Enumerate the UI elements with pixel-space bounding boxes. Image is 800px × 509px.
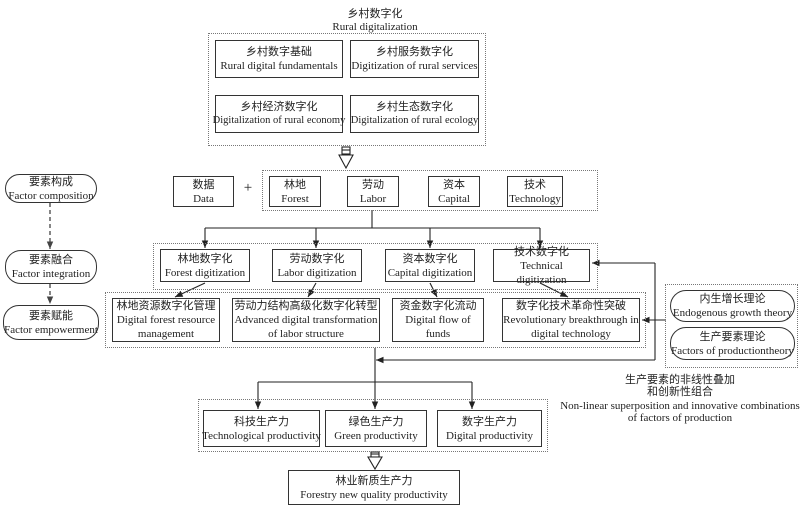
label-zh: 数字生产力: [462, 415, 517, 428]
label-en: Rural digital fundamentals: [220, 60, 338, 72]
label-en: Digital productivity: [445, 429, 534, 442]
hollow-arrow-1: [338, 146, 354, 170]
label-en: Revolutionary breakthrough in: [503, 314, 639, 326]
caption-en-2: of factors of production: [627, 412, 733, 424]
theories-group: [665, 284, 798, 368]
stage-factor-integration: 要素融合 Factor integration: [5, 250, 97, 284]
hollow-arrow-2: [367, 451, 383, 471]
label-zh: 科技生产力: [234, 415, 289, 428]
label-zh: 乡村服务数字化: [376, 46, 453, 58]
label-en: Factor empowerment: [4, 323, 98, 336]
label-zh: 劳动力结构高级化数字化转型: [234, 300, 378, 312]
label-en: Forest digitization: [164, 266, 246, 279]
label-en: Digitalization of rural ecology: [350, 115, 479, 126]
outcome-forest-resource: 林地资源数字化管理 Digital forest resource manageme…: [112, 298, 220, 342]
label-zh: 劳动数字化: [289, 252, 345, 265]
label-en-2: management: [137, 328, 195, 340]
label-en: Data: [193, 192, 214, 205]
digitization-group: [153, 243, 598, 290]
label-en: Forest: [281, 192, 309, 205]
rural-box-services: 乡村服务数字化 Digitization of rural services: [350, 40, 479, 78]
label-en-2: of labor structure: [268, 328, 344, 340]
label-zh: 绿色生产力: [348, 415, 404, 428]
outcome-flow-of-funds: 资金数字化流动 Digital flow of funds: [392, 298, 484, 342]
title-en: Rural digitalization: [332, 21, 418, 33]
label-zh: 林业新质生产力: [335, 474, 413, 487]
caption-zh-1: 生产要素的非线性叠加: [625, 374, 735, 386]
outcome-labor-structure: 劳动力结构高级化数字化转型 Advanced digital transforma…: [232, 298, 380, 342]
label-zh: 劳动: [362, 178, 384, 191]
label-en: Technical digitization: [516, 259, 567, 286]
productivity-group: [198, 399, 548, 452]
label-en: Factor composition: [8, 189, 94, 202]
label-zh: 林地: [284, 178, 306, 191]
label-zh: 资本: [443, 178, 465, 191]
label-en: Digitalization of rural economy: [212, 115, 346, 126]
label-zh: 数字化技术革命性突破: [516, 300, 626, 312]
outcomes-group: [105, 292, 646, 348]
label-en: Labor: [359, 192, 387, 205]
caption-zh-2: 和创新性组合: [647, 386, 713, 398]
label-en: Green productivity: [334, 429, 418, 442]
label-en: Labor digitization: [277, 266, 357, 279]
rural-box-fundamentals: 乡村数字基础 Rural digital fundamentals: [215, 40, 343, 78]
label-en: Factor integration: [11, 268, 91, 280]
label-zh: 林地资源数字化管理: [116, 300, 216, 312]
label-en: Capital digitization: [387, 266, 473, 279]
label-zh: 数据: [192, 178, 215, 191]
label-en: Advanced digital transformation: [234, 314, 378, 326]
label-en: Digital flow of funds: [405, 314, 471, 340]
label-en: Factors of productiontheory: [671, 344, 794, 357]
label-zh: 乡村数字基础: [246, 46, 312, 58]
rural-box-ecology: 乡村生态数字化 Digitalization of rural ecology: [350, 95, 479, 133]
label-zh: 资金数字化流动: [399, 300, 477, 312]
label-zh: 资本数字化: [402, 252, 458, 265]
label-en-2: digital technology: [531, 328, 611, 340]
label-zh: 乡村经济数字化: [240, 101, 318, 113]
label-en: Technological productivity: [202, 429, 321, 442]
rural-box-economy: 乡村经济数字化 Digitalization of rural economy: [212, 95, 346, 133]
label-en: Digitization of rural services: [351, 60, 478, 72]
label-zh: 内生增长理论: [699, 293, 766, 305]
title-zh: 乡村数字化: [347, 8, 403, 20]
rural-group: [208, 33, 486, 146]
label-zh: 林地数字化: [177, 252, 233, 265]
factors-group: [262, 170, 598, 211]
label-zh: 技术: [524, 178, 546, 191]
theory-endogenous-growth: 内生增长理论 Endogenous growth theory: [670, 290, 795, 322]
label-zh: 生产要素理论: [699, 330, 766, 343]
label-en: Endogenous growth theory: [672, 307, 793, 319]
plus-sign: +: [243, 180, 253, 196]
label-en: Technology: [509, 192, 561, 205]
label-zh: 要素赋能: [29, 309, 73, 322]
label-en: Forestry new quality productivity: [300, 488, 448, 501]
label-zh: 要素融合: [29, 254, 73, 266]
label-en: Capital: [438, 192, 470, 205]
outcome-tech-breakthrough: 数字化技术革命性突破 Revolutionary breakthrough in d…: [502, 298, 640, 342]
label-zh: 技术数字化: [514, 245, 569, 258]
label-en: Digital forest resource: [116, 314, 216, 326]
caption-en-1: Non-linear superposition and innovative …: [560, 400, 800, 412]
label-zh: 要素构成: [29, 175, 73, 188]
label-zh: 乡村生态数字化: [376, 101, 453, 113]
